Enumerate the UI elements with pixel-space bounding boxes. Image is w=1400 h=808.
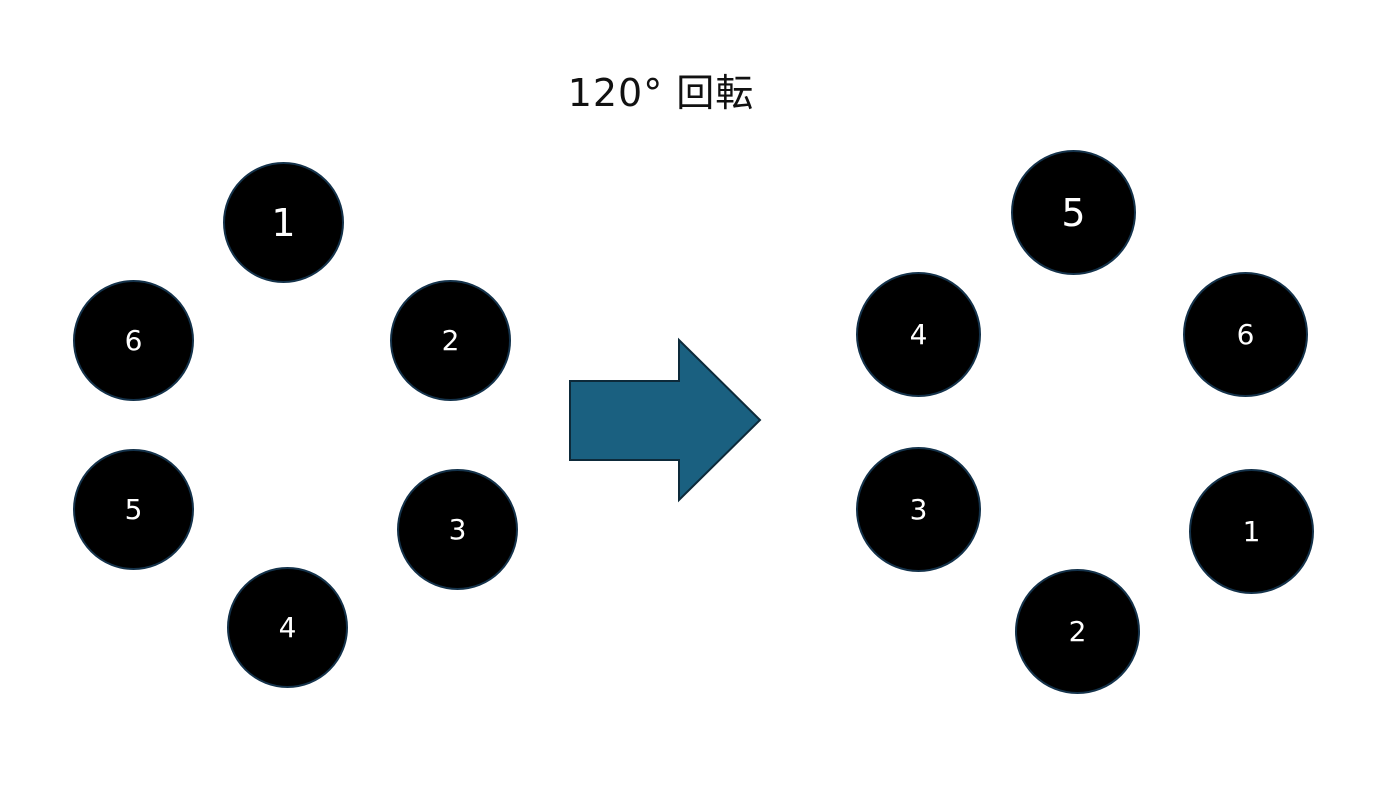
before-node-6-label: 6 [124,323,143,357]
diagram-title: 120° 回転 [567,71,755,115]
after-node-2: 2 [1015,569,1140,694]
before-node-4-label: 4 [278,610,297,644]
after-node-1-label: 1 [1242,514,1261,548]
after-node-4-label: 4 [909,317,928,351]
after-node-4: 4 [856,272,981,397]
before-node-6: 6 [73,280,194,401]
after-node-3-label: 3 [909,492,928,526]
before-node-1-label: 1 [271,200,296,245]
after-node-1: 1 [1189,469,1314,594]
before-node-1: 1 [223,162,344,283]
after-node-2-label: 2 [1068,614,1087,648]
after-node-6: 6 [1183,272,1308,397]
arrow-shape [569,337,762,503]
after-node-5: 5 [1011,150,1136,275]
before-node-2-label: 2 [441,323,460,357]
before-node-2: 2 [390,280,511,401]
before-node-4: 4 [227,567,348,688]
right-arrow-icon [569,337,762,503]
before-node-5: 5 [73,449,194,570]
before-node-3: 3 [397,469,518,590]
after-node-5-label: 5 [1061,190,1086,235]
before-node-3-label: 3 [448,512,467,546]
after-node-6-label: 6 [1236,317,1255,351]
before-node-5-label: 5 [124,492,143,526]
after-node-3: 3 [856,447,981,572]
